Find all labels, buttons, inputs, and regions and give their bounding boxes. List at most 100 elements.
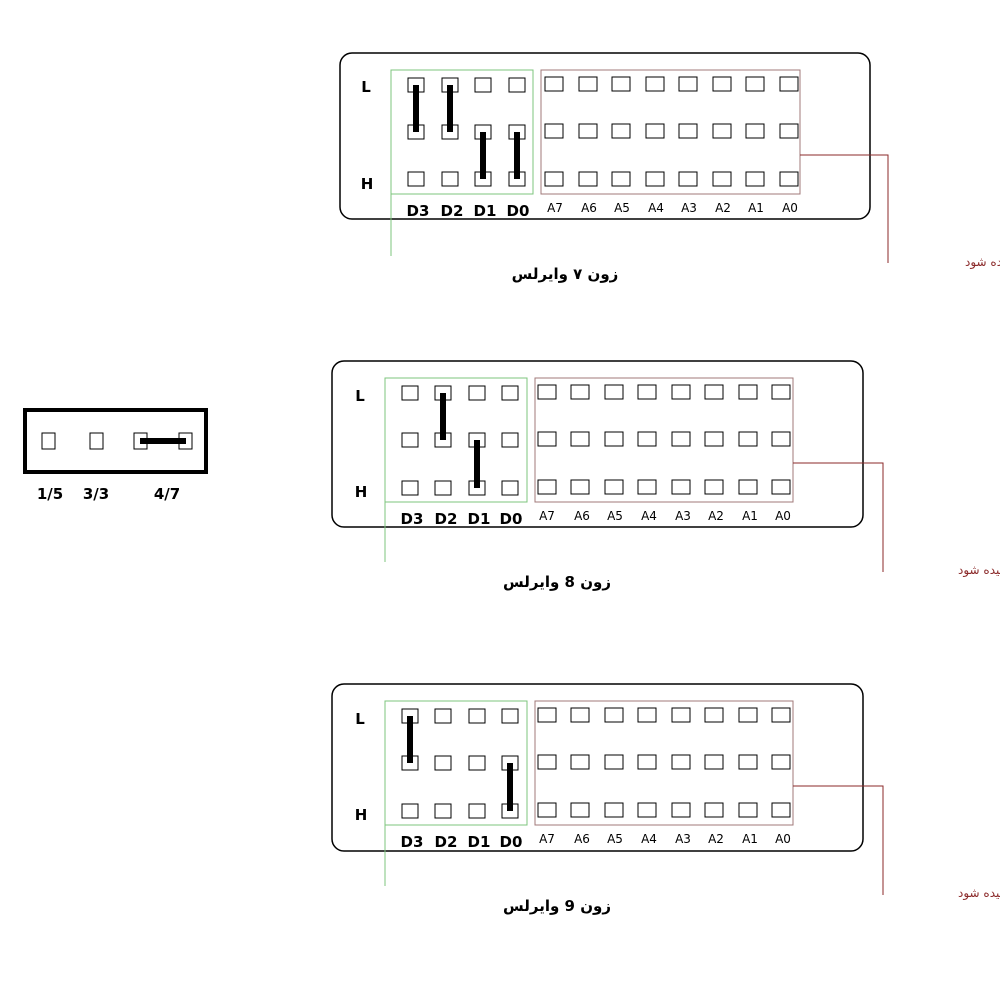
a-label: A5 [607, 509, 623, 523]
pin-d0-low [508, 77, 526, 93]
row-label-high: H [355, 483, 368, 501]
pin-a7-mid [544, 123, 564, 139]
pin-d1-low [468, 385, 486, 401]
pin-a5-mid [611, 123, 631, 139]
a-label: A3 [681, 201, 697, 215]
pin-a2-low [704, 384, 724, 400]
pin-a4-high [637, 479, 657, 495]
d-label: D1 [468, 510, 491, 528]
pin-a7-low [537, 707, 557, 723]
pin-d3-high [401, 803, 419, 819]
a-label: A1 [748, 201, 764, 215]
zone-title: زون 9 وایرلس [503, 897, 611, 915]
d-label: D3 [401, 510, 424, 528]
panel-zone-7: L H [339, 52, 1000, 283]
pin-d3-low [401, 385, 419, 401]
row-label-high: H [361, 175, 374, 193]
arrangement-note: A0 تا A7 به صورت رندوم و دلخواه چیده شود [958, 886, 1000, 901]
pin-a6-high [570, 479, 590, 495]
pin-d1-mid [468, 755, 486, 771]
a-label: A3 [675, 832, 691, 846]
a-label: A6 [574, 832, 590, 846]
arrangement-note: A0 تا A7 به صورت رندوم و دلخواه چیده شود [958, 563, 1000, 578]
pin-a5-mid [604, 754, 624, 770]
pin-d3-high [401, 480, 419, 496]
a-label: A4 [648, 201, 664, 215]
pin-d0-mid [501, 432, 519, 448]
a-label: A2 [708, 509, 724, 523]
pin-a7-high [537, 802, 557, 818]
d-label: D3 [401, 833, 424, 851]
pin-a5-high [604, 802, 624, 818]
pin-a2-high [704, 479, 724, 495]
a-label: A5 [614, 201, 630, 215]
panel-zone-8: L H [331, 360, 1000, 591]
pin-a2-mid [712, 123, 732, 139]
d-label: D1 [468, 833, 491, 851]
pin-a3-high [671, 479, 691, 495]
selector-label: 1/5 [37, 485, 63, 503]
a-label: A7 [539, 509, 555, 523]
d-pin-grid [401, 708, 519, 819]
d-label: D0 [500, 510, 523, 528]
pin-a2-low [704, 707, 724, 723]
pin-a3-low [671, 707, 691, 723]
d-group-box [390, 69, 534, 195]
pin-a6-mid [570, 754, 590, 770]
pin-a2-low [712, 76, 732, 92]
pin-a3-mid [678, 123, 698, 139]
d-label: D0 [507, 202, 530, 220]
a-label: A4 [641, 832, 657, 846]
pin-a4-mid [645, 123, 665, 139]
pin-a3-high [678, 171, 698, 187]
row-label-low: L [361, 78, 371, 96]
pin-a1-high [745, 171, 765, 187]
pin-a1-mid [738, 431, 758, 447]
pin-a7-low [544, 76, 564, 92]
pin-a7-mid [537, 754, 557, 770]
a-pin-grid [544, 76, 799, 187]
pin-d2-high [441, 171, 459, 187]
pin-a4-low [645, 76, 665, 92]
selector-frame [23, 408, 208, 474]
a-label: A3 [675, 509, 691, 523]
pin-a0-low [779, 76, 799, 92]
d-group-box [384, 377, 528, 503]
pin-d2-high [434, 803, 452, 819]
d-pin-grid [407, 77, 526, 187]
pin-d3-high [407, 171, 425, 187]
pin-a4-low [637, 707, 657, 723]
row-label-high: H [355, 806, 368, 824]
pin-a1-low [738, 707, 758, 723]
pin-a1-mid [738, 754, 758, 770]
selector-label: 4/7 [154, 485, 180, 503]
a-label: A0 [775, 509, 791, 523]
a-pin-grid [537, 384, 791, 495]
pin-d2-high [434, 480, 452, 496]
pin-a5-low [604, 384, 624, 400]
pin-a1-high [738, 479, 758, 495]
pin-a1-high [738, 802, 758, 818]
pin-a0-mid [771, 754, 791, 770]
a-label: A6 [574, 509, 590, 523]
pin-a3-mid [671, 754, 691, 770]
pin-a6-low [570, 707, 590, 723]
pin-a0-low [771, 384, 791, 400]
pin-a3-high [671, 802, 691, 818]
pin-a3-mid [671, 431, 691, 447]
voltage-selector-block: 1/5 3/3 4/7 [23, 408, 208, 503]
d-label: D2 [435, 510, 458, 528]
pin-a4-high [645, 171, 665, 187]
pin-a7-high [544, 171, 564, 187]
pin-a7-high [537, 479, 557, 495]
a-label: A0 [775, 832, 791, 846]
pin-a5-high [604, 479, 624, 495]
pin-a6-low [578, 76, 598, 92]
pin-a4-high [637, 802, 657, 818]
pin-d0-low [501, 385, 519, 401]
pin-a0-low [771, 707, 791, 723]
pin-d1-low [474, 77, 492, 93]
selector-label: 3/3 [83, 485, 109, 503]
pin-a7-low [537, 384, 557, 400]
pin-a6-mid [578, 123, 598, 139]
